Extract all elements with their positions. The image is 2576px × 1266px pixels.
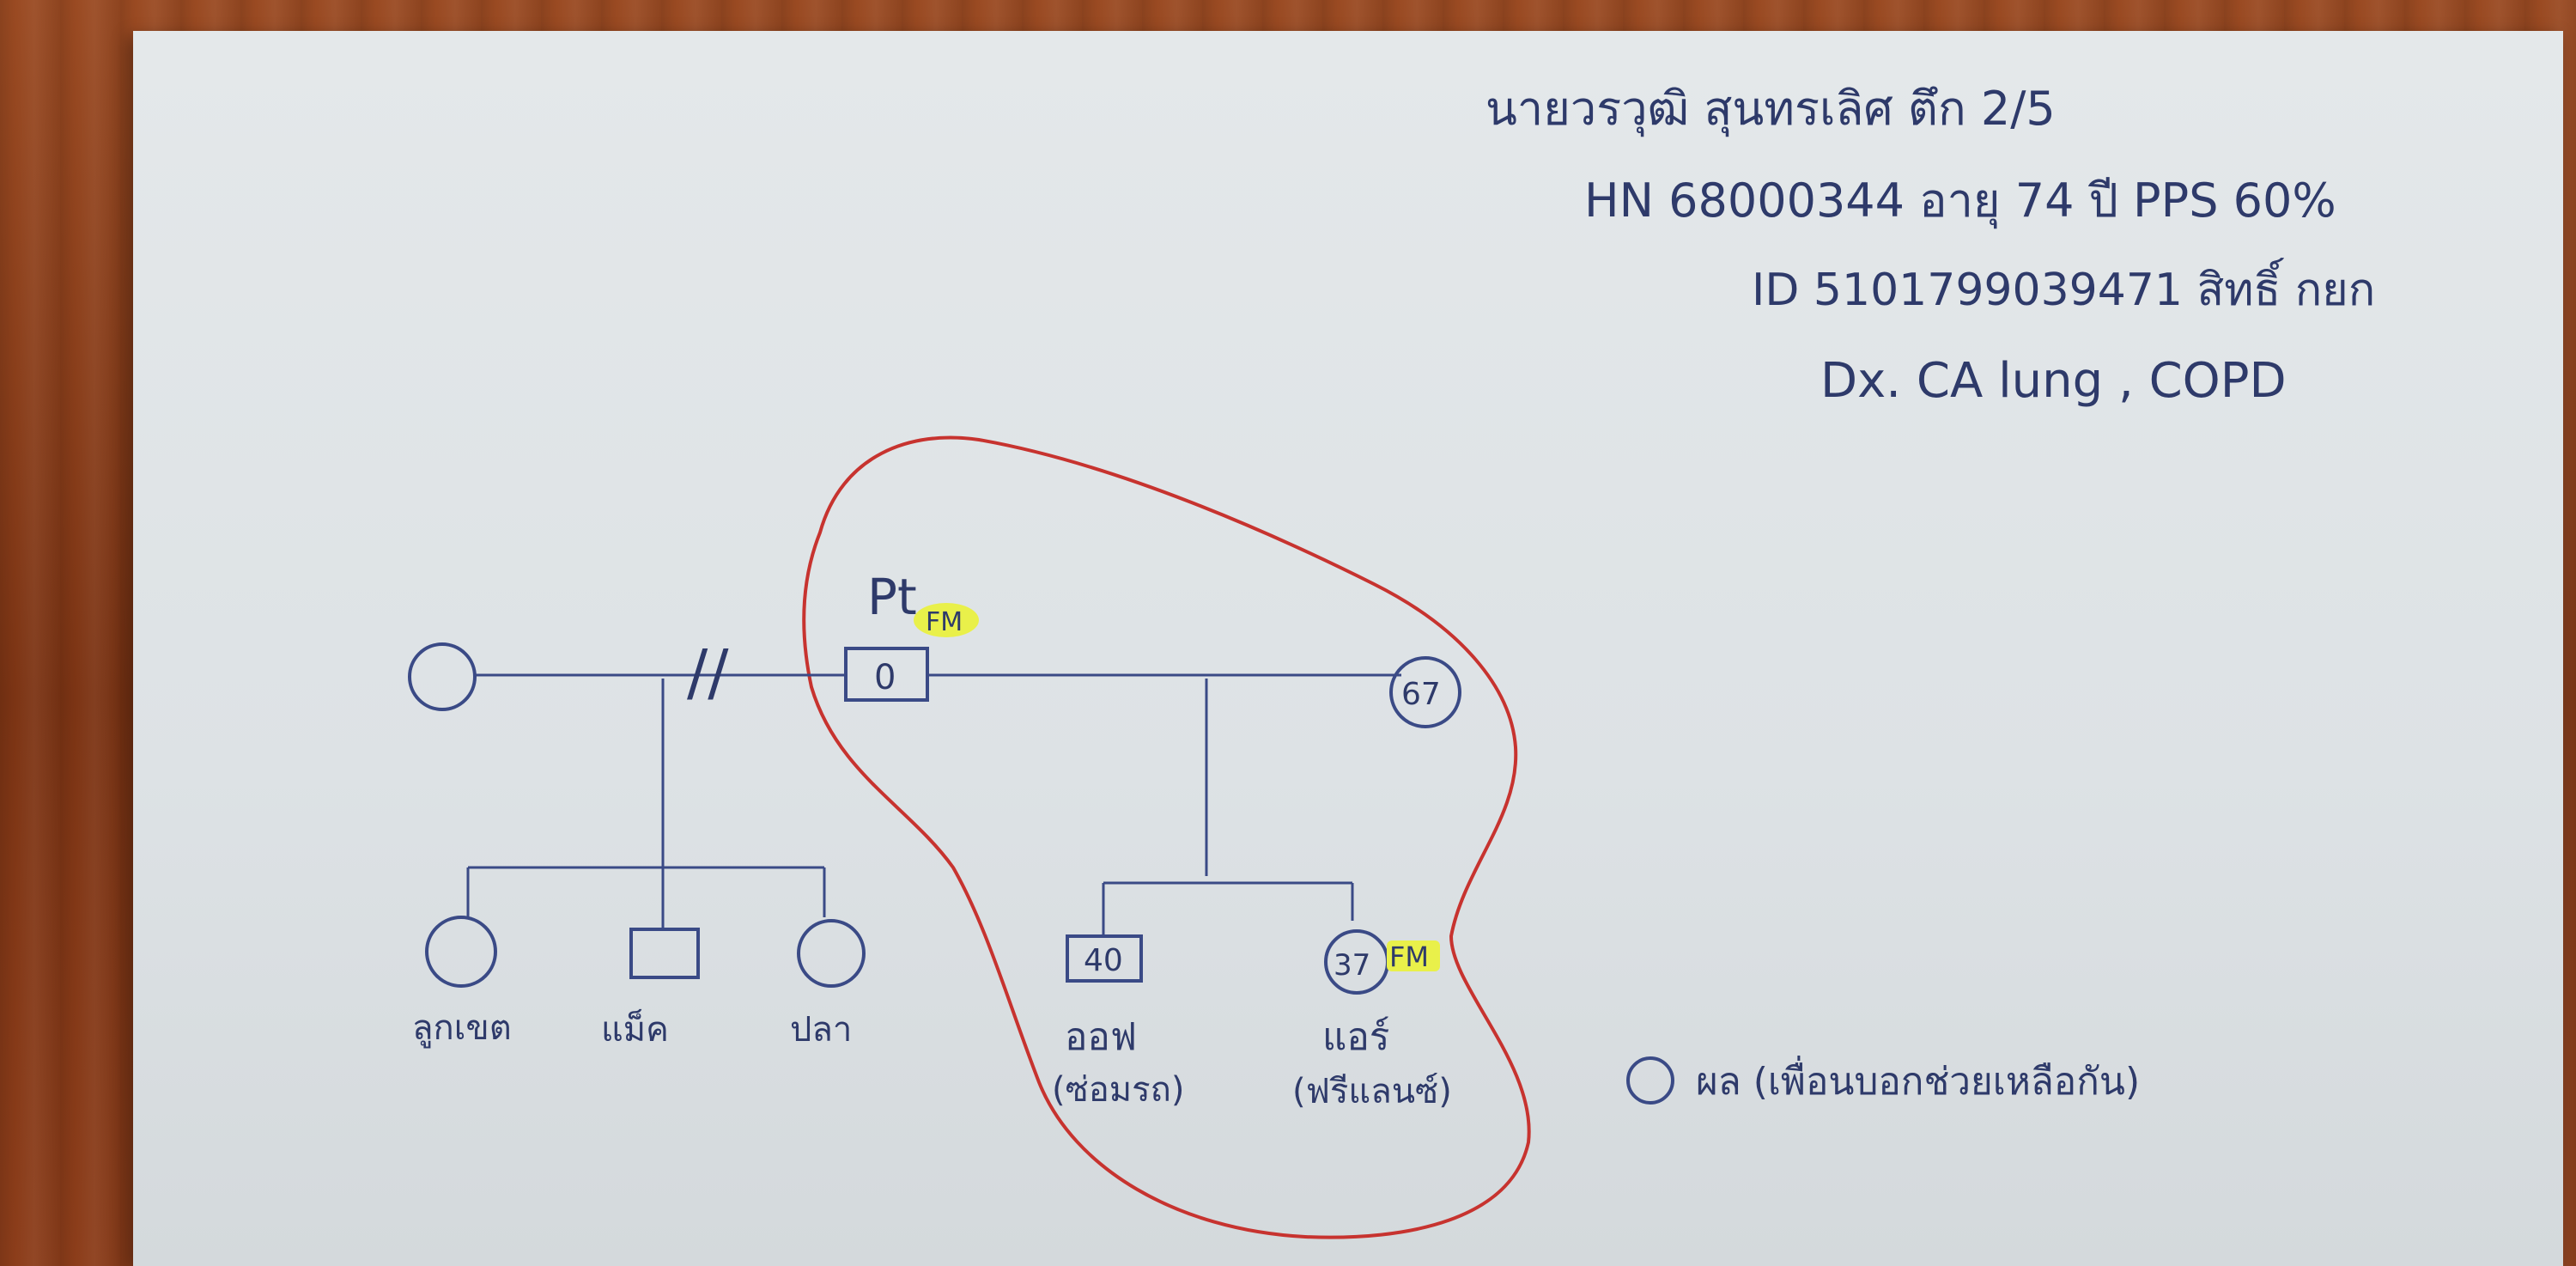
spouse-age: 67 — [1401, 677, 1441, 712]
daughter-age: 37 — [1334, 948, 1370, 983]
paper-sheet — [133, 31, 2563, 1266]
child-first-1-name: ลูกเขต — [412, 1008, 512, 1048]
patient-fm-tag: FM — [926, 607, 963, 637]
son-square — [1066, 934, 1143, 983]
son-age: 40 — [1084, 943, 1123, 978]
header-line-4: Dx. CA lung , COPD — [1820, 353, 2287, 409]
son-note: (ซ่อมรถ) — [1052, 1070, 1184, 1110]
header-line-2: HN 68000344 อายุ 74 ปี PPS 60% — [1584, 173, 2336, 229]
child-first-3-circle — [797, 919, 866, 988]
daughter-fm-tag: FM — [1389, 940, 1429, 973]
divorce-mark: // — [687, 636, 729, 709]
child-first-2-name: แม็ค — [601, 1008, 669, 1050]
daughter-name: แอร์ — [1322, 1015, 1389, 1059]
daughter-fm-highlight — [1387, 940, 1440, 971]
child-first-1-circle — [425, 916, 497, 988]
header-line-1: นายวรวุฒิ สุนทรเลิศ ตึก 2/5 — [1485, 82, 2056, 137]
son-name: ออฟ — [1065, 1015, 1137, 1059]
spouse-circle — [1389, 656, 1461, 728]
child-first-2-square — [629, 928, 700, 979]
patient-square — [844, 647, 929, 702]
ex-wife-circle — [408, 642, 477, 711]
legend-circle — [1626, 1056, 1674, 1105]
legend-text: ผล (เพื่อนบอกช่วยเหลือกัน) — [1696, 1055, 2140, 1104]
header-line-3: ID 5101799039471 สิทธิ์ กยก — [1752, 258, 2375, 316]
daughter-note: (ฟรีแลนซ์) — [1292, 1072, 1452, 1111]
patient-fm-highlight — [914, 603, 979, 637]
patient-label: Pt — [867, 568, 917, 626]
household-boundary — [802, 435, 1531, 1239]
patient-age: 0 — [874, 658, 896, 697]
child-first-3-name: ปลา — [790, 1010, 852, 1050]
